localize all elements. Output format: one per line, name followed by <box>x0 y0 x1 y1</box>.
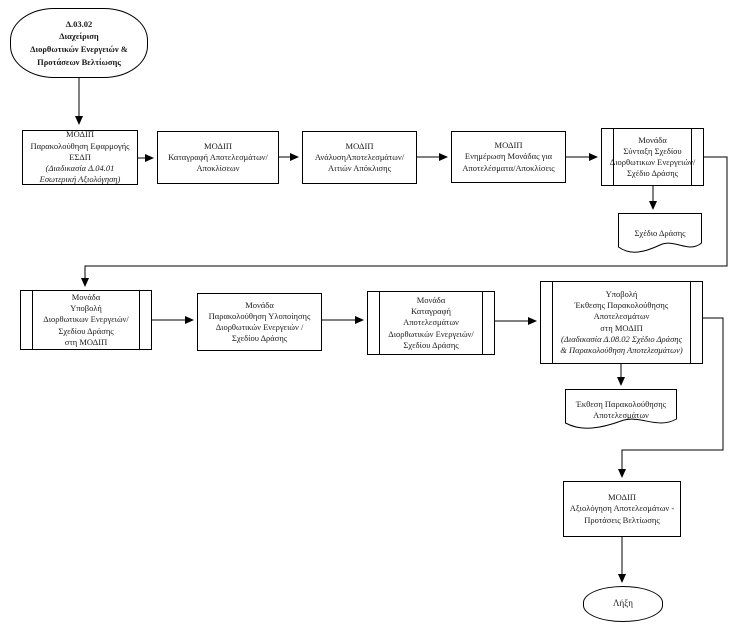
node-text-line: Διορθωτικων Ενεργειών/ <box>43 314 129 325</box>
node-text-line: ΕΣΔΠ <box>69 151 91 162</box>
node-text-line: Σχεδίου Δράσης <box>403 339 459 350</box>
node-text-line: Ενημέρωση Μονάδας για <box>464 151 553 162</box>
node-text-line: Αποτελεσμάτων <box>593 409 649 420</box>
node-text-line: Παρακολούθηση Εφαρμογής <box>30 140 130 151</box>
node-text-line: Διαχείριση <box>59 31 99 42</box>
node-text-line: ΑνάλυσηΑποτελεσμάτων/ <box>314 151 405 162</box>
node-action-plan-document: Σχέδιο Δράσης <box>618 213 702 255</box>
node-text-line: Διορθωτικων Ενεργειών/ <box>609 157 696 167</box>
node-text-line: Προτάσεις Βελτίωσης <box>584 514 660 525</box>
node-text-line: Παρακολούθηση Υλοποίησης <box>208 310 311 321</box>
node-text-line: ΜΟΔΙΠ <box>66 129 94 140</box>
node-text-line: Δ.03.02 <box>65 18 93 29</box>
node-text-line: Εσωτερική Αξιολόγηση) <box>39 174 121 185</box>
node-text-line: Αιτιών Απόκλισης <box>328 163 391 174</box>
node-text-line: Διορθωτικών Ενεργειών/ <box>388 328 474 339</box>
node-text-line: ΜΟΔΙΠ <box>494 140 523 151</box>
node-text-line: Καταγραφή Αποτελεσμάτων/ <box>168 151 268 162</box>
node-text-line: Σχέδιο Δράσης <box>634 228 686 239</box>
node-text-line: Αποκλίσεων <box>196 163 240 174</box>
node-text-line: στη ΜΟΔΙΠ <box>64 336 108 347</box>
node-text-line: Λήξη <box>613 598 633 609</box>
connector-draftplan-to-submit-actions <box>81 156 728 287</box>
node-text-line: Σχέδιο Δράσης <box>626 168 679 179</box>
node-text-line: Προτάσεων Βελτίωσης <box>37 56 121 67</box>
node-text-line: Διορθωτικών Ενεργειών / <box>215 322 304 332</box>
node-text-line: Υποβολή <box>70 303 102 314</box>
node-text-line: (Διαδικασία Δ.08.02 Σχέδιο Δράσης <box>561 333 682 344</box>
node-text-line: & Παρακολούθηση Αποτελεσμάτων) <box>560 344 683 355</box>
node-text-line: Μονάδα <box>638 134 667 145</box>
node-text-line: Αξιολόγηση Αποτελεσμάτων - <box>569 503 675 514</box>
node-text-line: Έκθεση Παρακολούθησης <box>575 398 667 409</box>
node-text-line: Έκθεσης Παρακολούθησης <box>574 300 669 311</box>
node-text-line: Καταγραφή <box>411 306 451 317</box>
node-text-line: Μονάδα <box>71 291 101 302</box>
node-end-terminator: Λήξη <box>583 586 663 622</box>
document-shape <box>565 389 677 429</box>
node-text-line: Μονάδα <box>245 299 274 310</box>
node-text-line: Σχεδίου Δράσης <box>231 333 288 344</box>
node-text-line: Αποτελεσμάτων <box>593 311 650 322</box>
node-text-line: Αποτελέσματα/Αποκλίσεις <box>462 162 555 173</box>
node-text-line: Αποτελεσμάτων <box>403 317 459 328</box>
node-text-line: (Διαδικασία Δ.04.01 <box>45 163 115 174</box>
node-text-line: Σύνταξη Σχεδίου <box>623 145 682 156</box>
node-text-line: στη ΜΟΔΙΠ <box>600 322 643 333</box>
node-text-line: ΜΟΔΙΠ <box>345 140 374 151</box>
node-text-line: ΜΟΔΙΠ <box>608 492 636 503</box>
node-text-line: Υποβολή <box>605 288 638 299</box>
node-text-line: Διορθωτικών Ενεργειών & <box>30 44 128 54</box>
document-shape <box>618 213 702 253</box>
connector-submitreport-to-evaluate <box>618 317 724 478</box>
node-text-line: Σχεδίου Δράσης <box>58 325 114 336</box>
node-text-line: Μονάδα <box>416 294 446 305</box>
document-label: Σχέδιο Δράσης <box>618 219 702 249</box>
node-text-line: ΜΟΔΙΠ <box>204 140 232 151</box>
